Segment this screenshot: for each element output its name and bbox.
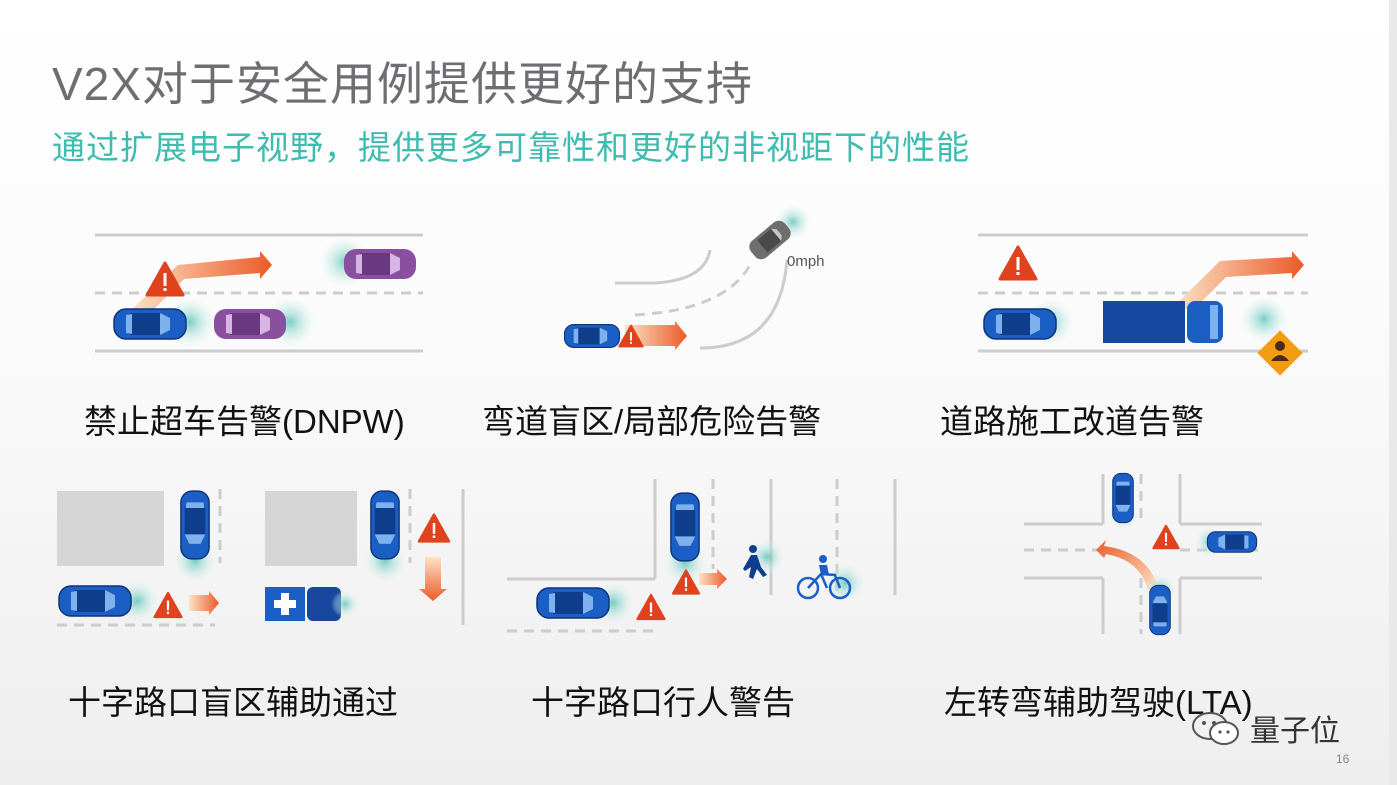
panel-lta [1020, 470, 1265, 640]
right-edge-strip [1389, 0, 1397, 785]
watermark-text: 量子位 [1250, 706, 1340, 750]
speed-label: 0mph [787, 253, 825, 270]
caption-curve-blindspot: 弯道盲区/局部危险告警 [482, 395, 821, 443]
panel-intersection-blindspot [55, 485, 475, 635]
panel-dnpw [90, 225, 430, 365]
caption-intersection-blindspot: 十字路口盲区辅助通过 [68, 676, 398, 724]
slide-title: V2X对于安全用例提供更好的支持 [52, 48, 753, 114]
caption-roadworks: 道路施工改道告警 [940, 395, 1204, 443]
caption-dnpw: 禁止超车告警(DNPW) [84, 395, 405, 443]
page-number: 16 [1336, 752, 1349, 766]
panel-curve-blindspot: 0mph [555, 200, 875, 360]
panel-intersection-pedestrian [505, 475, 900, 635]
caption-intersection-pedestrian: 十字路口行人警告 [531, 676, 795, 724]
wechat-icon [1190, 710, 1244, 746]
lta-illustration [1020, 470, 1265, 640]
pedestrian-illustration [505, 475, 900, 635]
dnpw-illustration [90, 225, 430, 365]
roadworks-illustration [970, 225, 1315, 385]
intersection-blindspot-illustration [55, 485, 475, 635]
panel-roadworks [970, 225, 1315, 385]
watermark: 量子位 [1190, 706, 1340, 750]
slide-subtitle: 通过扩展电子视野，提供更多可靠性和更好的非视距下的性能 [52, 121, 970, 169]
curve-illustration: 0mph [555, 200, 875, 360]
